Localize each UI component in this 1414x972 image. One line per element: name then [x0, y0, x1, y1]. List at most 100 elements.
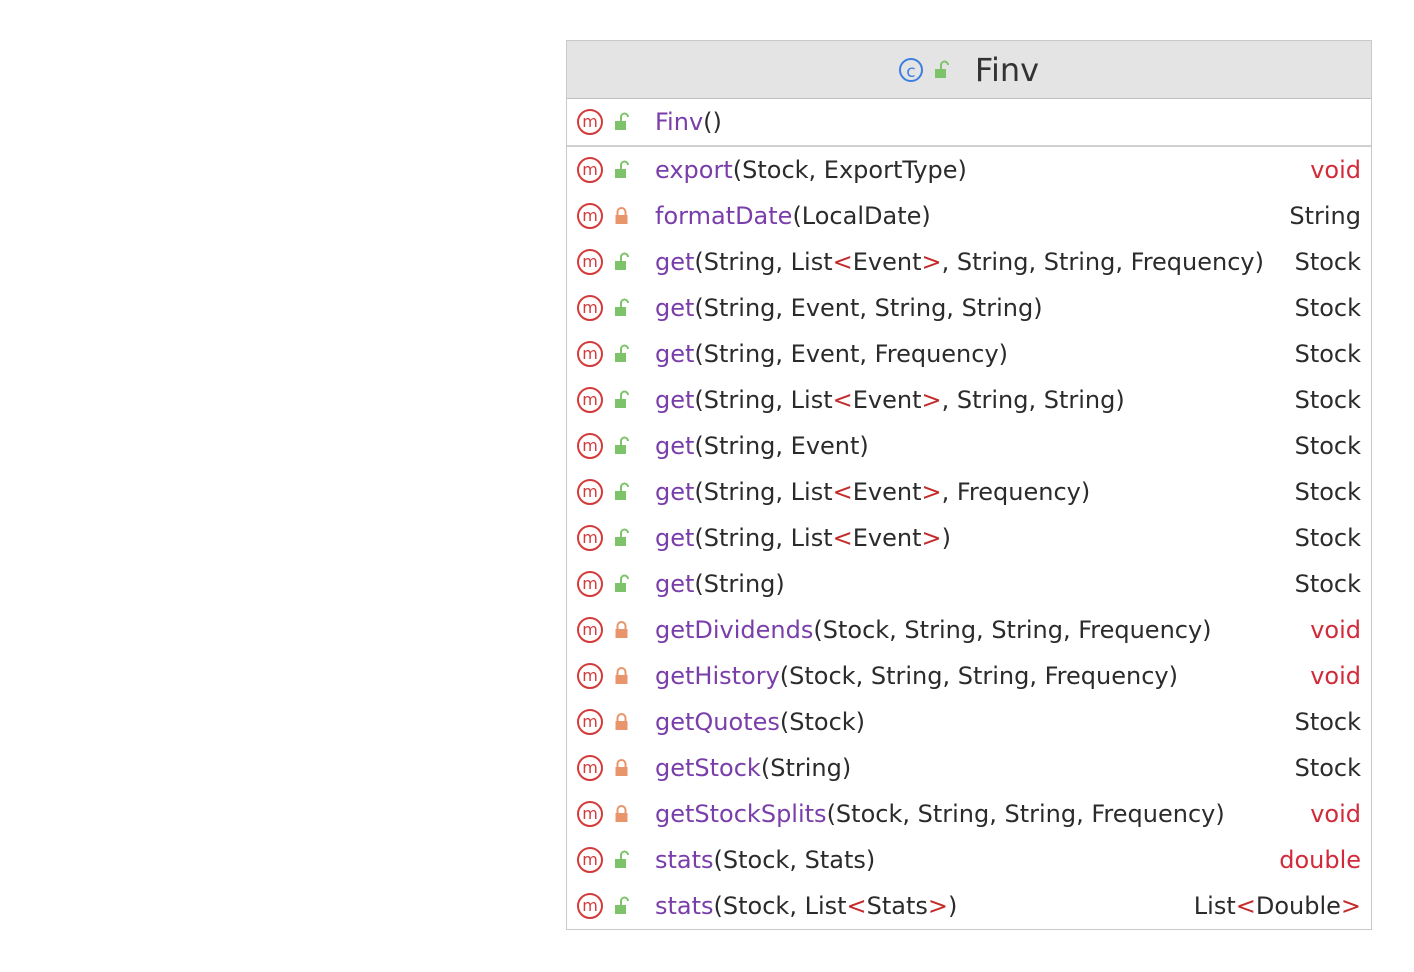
method-signature: stats(Stock, Stats)	[655, 846, 1267, 874]
method-signature: get(String, List<Event>)	[655, 524, 1283, 552]
constructor-row[interactable]: m Finv()	[567, 99, 1371, 145]
method-row[interactable]: m get(String, List<Event>, String, String…	[567, 377, 1371, 423]
method-m-icon: m	[577, 525, 603, 551]
method-row[interactable]: m get(String, List<Event>, String, String…	[567, 239, 1371, 285]
generic-bracket: >	[921, 248, 942, 276]
method-return-type: void	[1310, 800, 1361, 828]
method-m-icon: m	[577, 663, 603, 689]
method-name: get	[655, 570, 695, 598]
method-row[interactable]: m getStockSplits(Stock, String, String, F…	[567, 791, 1371, 837]
method-signature: get(String, List<Event>, Frequency)	[655, 478, 1283, 506]
method-signature: get(String, Event, String, String)	[655, 294, 1283, 322]
method-return-type: Stock	[1294, 570, 1361, 598]
method-params: (String, List<Event>, String, String, Fr…	[694, 248, 1264, 276]
generic-bracket: <	[832, 386, 853, 414]
method-m-icon: m	[577, 203, 603, 229]
class-header[interactable]: c Finv	[567, 41, 1371, 99]
method-m-icon: m	[577, 295, 603, 321]
method-signature: get(String, List<Event>, String, String,…	[655, 248, 1283, 276]
public-lock-icon	[615, 298, 629, 316]
method-params: (String)	[760, 754, 852, 782]
method-name: getQuotes	[655, 708, 780, 736]
constructors-section: m Finv()	[567, 99, 1371, 147]
method-signature: get(String, Event, Frequency)	[655, 340, 1283, 368]
method-m-icon: m	[577, 801, 603, 827]
method-m-icon: m	[577, 709, 603, 735]
method-return-type: List<Double>	[1193, 892, 1361, 920]
generic-bracket: <	[846, 892, 867, 920]
method-return-type: Stock	[1294, 754, 1361, 782]
method-signature: getQuotes(Stock)	[655, 708, 1283, 736]
method-params: (Stock, Stats)	[713, 846, 876, 874]
method-signature: formatDate(LocalDate)	[655, 202, 1277, 230]
method-signature: getDividends(Stock, String, String, Freq…	[655, 616, 1298, 644]
public-lock-icon	[615, 482, 629, 500]
method-signature: getHistory(Stock, String, String, Freque…	[655, 662, 1298, 690]
method-signature: get(String, List<Event>, String, String)	[655, 386, 1283, 414]
method-params: (Stock, String, String, Frequency)	[813, 616, 1212, 644]
method-name: getStockSplits	[655, 800, 827, 828]
method-params: (String, Event, Frequency)	[694, 340, 1009, 368]
method-m-icon: m	[577, 387, 603, 413]
method-params: (String, List<Event>, Frequency)	[694, 478, 1091, 506]
method-row[interactable]: m get(String, List<Event>) Stock	[567, 515, 1371, 561]
generic-bracket: <	[832, 524, 853, 552]
generic-bracket: >	[921, 478, 942, 506]
method-row[interactable]: m get(String, Event, Frequency) Stock	[567, 331, 1371, 377]
public-lock-icon	[615, 112, 629, 130]
method-name: formatDate	[655, 202, 793, 230]
method-signature: get(String)	[655, 570, 1283, 598]
generic-bracket: >	[921, 386, 942, 414]
method-m-icon: m	[577, 341, 603, 367]
method-params: (Stock, String, String, Frequency)	[779, 662, 1178, 690]
method-params: (String, List<Event>, String, String)	[694, 386, 1125, 414]
method-return-type: Stock	[1294, 524, 1361, 552]
public-lock-icon	[615, 850, 629, 868]
method-params: (Stock, ExportType)	[732, 156, 967, 184]
class-c-icon: c	[898, 57, 923, 82]
method-row[interactable]: m getDividends(Stock, String, String, Fre…	[567, 607, 1371, 653]
private-lock-icon	[615, 621, 628, 638]
method-return-type: Stock	[1294, 478, 1361, 506]
constructor-name: Finv	[655, 108, 704, 136]
method-m-icon: m	[577, 571, 603, 597]
method-name: get	[655, 386, 695, 414]
method-signature: getStockSplits(Stock, String, String, Fr…	[655, 800, 1298, 828]
method-m-icon: m	[577, 249, 603, 275]
method-row[interactable]: m get(String, Event, String, String) Stock	[567, 285, 1371, 331]
public-lock-icon	[615, 436, 629, 454]
method-return-type: Stock	[1294, 294, 1361, 322]
public-lock-icon	[615, 160, 629, 178]
method-m-icon: m	[577, 893, 603, 919]
method-params: (String, List<Event>)	[694, 524, 951, 552]
generic-bracket: <	[832, 248, 853, 276]
method-row[interactable]: m getHistory(Stock, String, String, Frequ…	[567, 653, 1371, 699]
method-row[interactable]: m get(String) Stock	[567, 561, 1371, 607]
method-params: (String, Event, String, String)	[694, 294, 1043, 322]
public-lock-icon	[615, 528, 629, 546]
method-return-type: void	[1310, 662, 1361, 690]
method-return-type: void	[1310, 616, 1361, 644]
private-lock-icon	[615, 805, 628, 822]
method-m-icon: m	[577, 157, 603, 183]
public-lock-icon	[934, 60, 949, 78]
method-m-icon: m	[577, 755, 603, 781]
generic-bracket: >	[1340, 892, 1361, 920]
method-name: stats	[655, 892, 714, 920]
method-name: get	[655, 340, 695, 368]
method-m-icon: m	[577, 617, 603, 643]
class-name: Finv	[974, 50, 1040, 89]
method-name: get	[655, 524, 695, 552]
generic-bracket: <	[832, 478, 853, 506]
method-params: (Stock)	[779, 708, 866, 736]
method-return-type: Stock	[1294, 340, 1361, 368]
